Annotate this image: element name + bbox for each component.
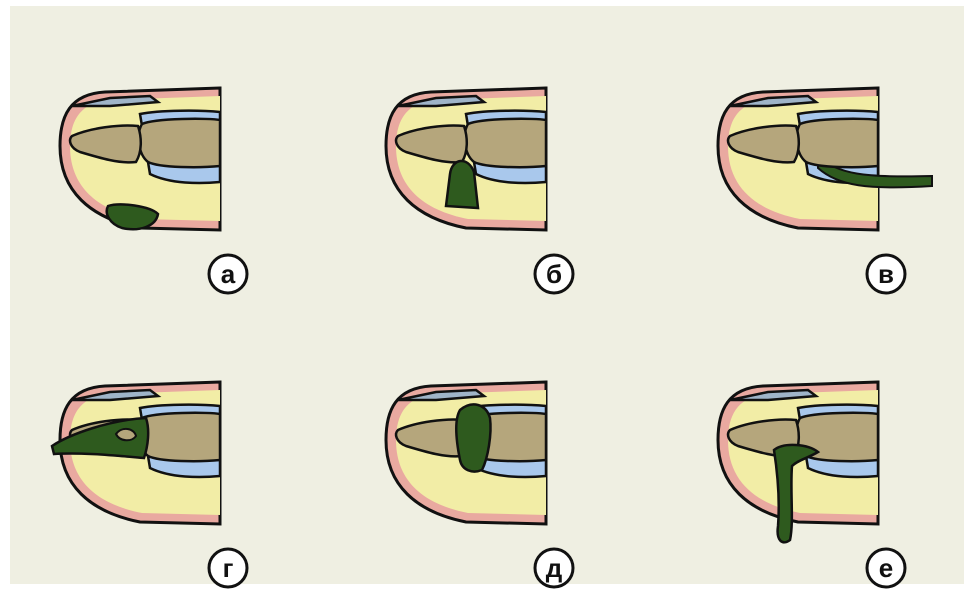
svg-text:а: а xyxy=(221,259,236,289)
svg-text:б: б xyxy=(546,259,562,289)
panel-d: д xyxy=(386,382,573,587)
svg-text:д: д xyxy=(546,553,563,583)
abscess-a xyxy=(107,204,158,229)
label-g: г xyxy=(209,549,247,587)
finger-v xyxy=(718,88,932,230)
finger-b xyxy=(386,88,546,230)
panel-b: б xyxy=(386,88,573,293)
label-d: д xyxy=(535,549,573,587)
abscess-b xyxy=(446,161,478,208)
svg-text:г: г xyxy=(223,553,234,583)
label-b: б xyxy=(535,255,573,293)
panel-e: е xyxy=(718,382,905,587)
panel-v: в xyxy=(718,88,932,293)
panel-a: а xyxy=(60,88,247,293)
sequestrum-g xyxy=(116,429,136,440)
label-v: в xyxy=(867,255,905,293)
panel-g: г xyxy=(52,382,247,587)
svg-text:е: е xyxy=(879,553,893,583)
label-a: а xyxy=(209,255,247,293)
abscess-d xyxy=(456,404,490,471)
label-e: е xyxy=(867,549,905,587)
svg-text:в: в xyxy=(878,259,894,289)
